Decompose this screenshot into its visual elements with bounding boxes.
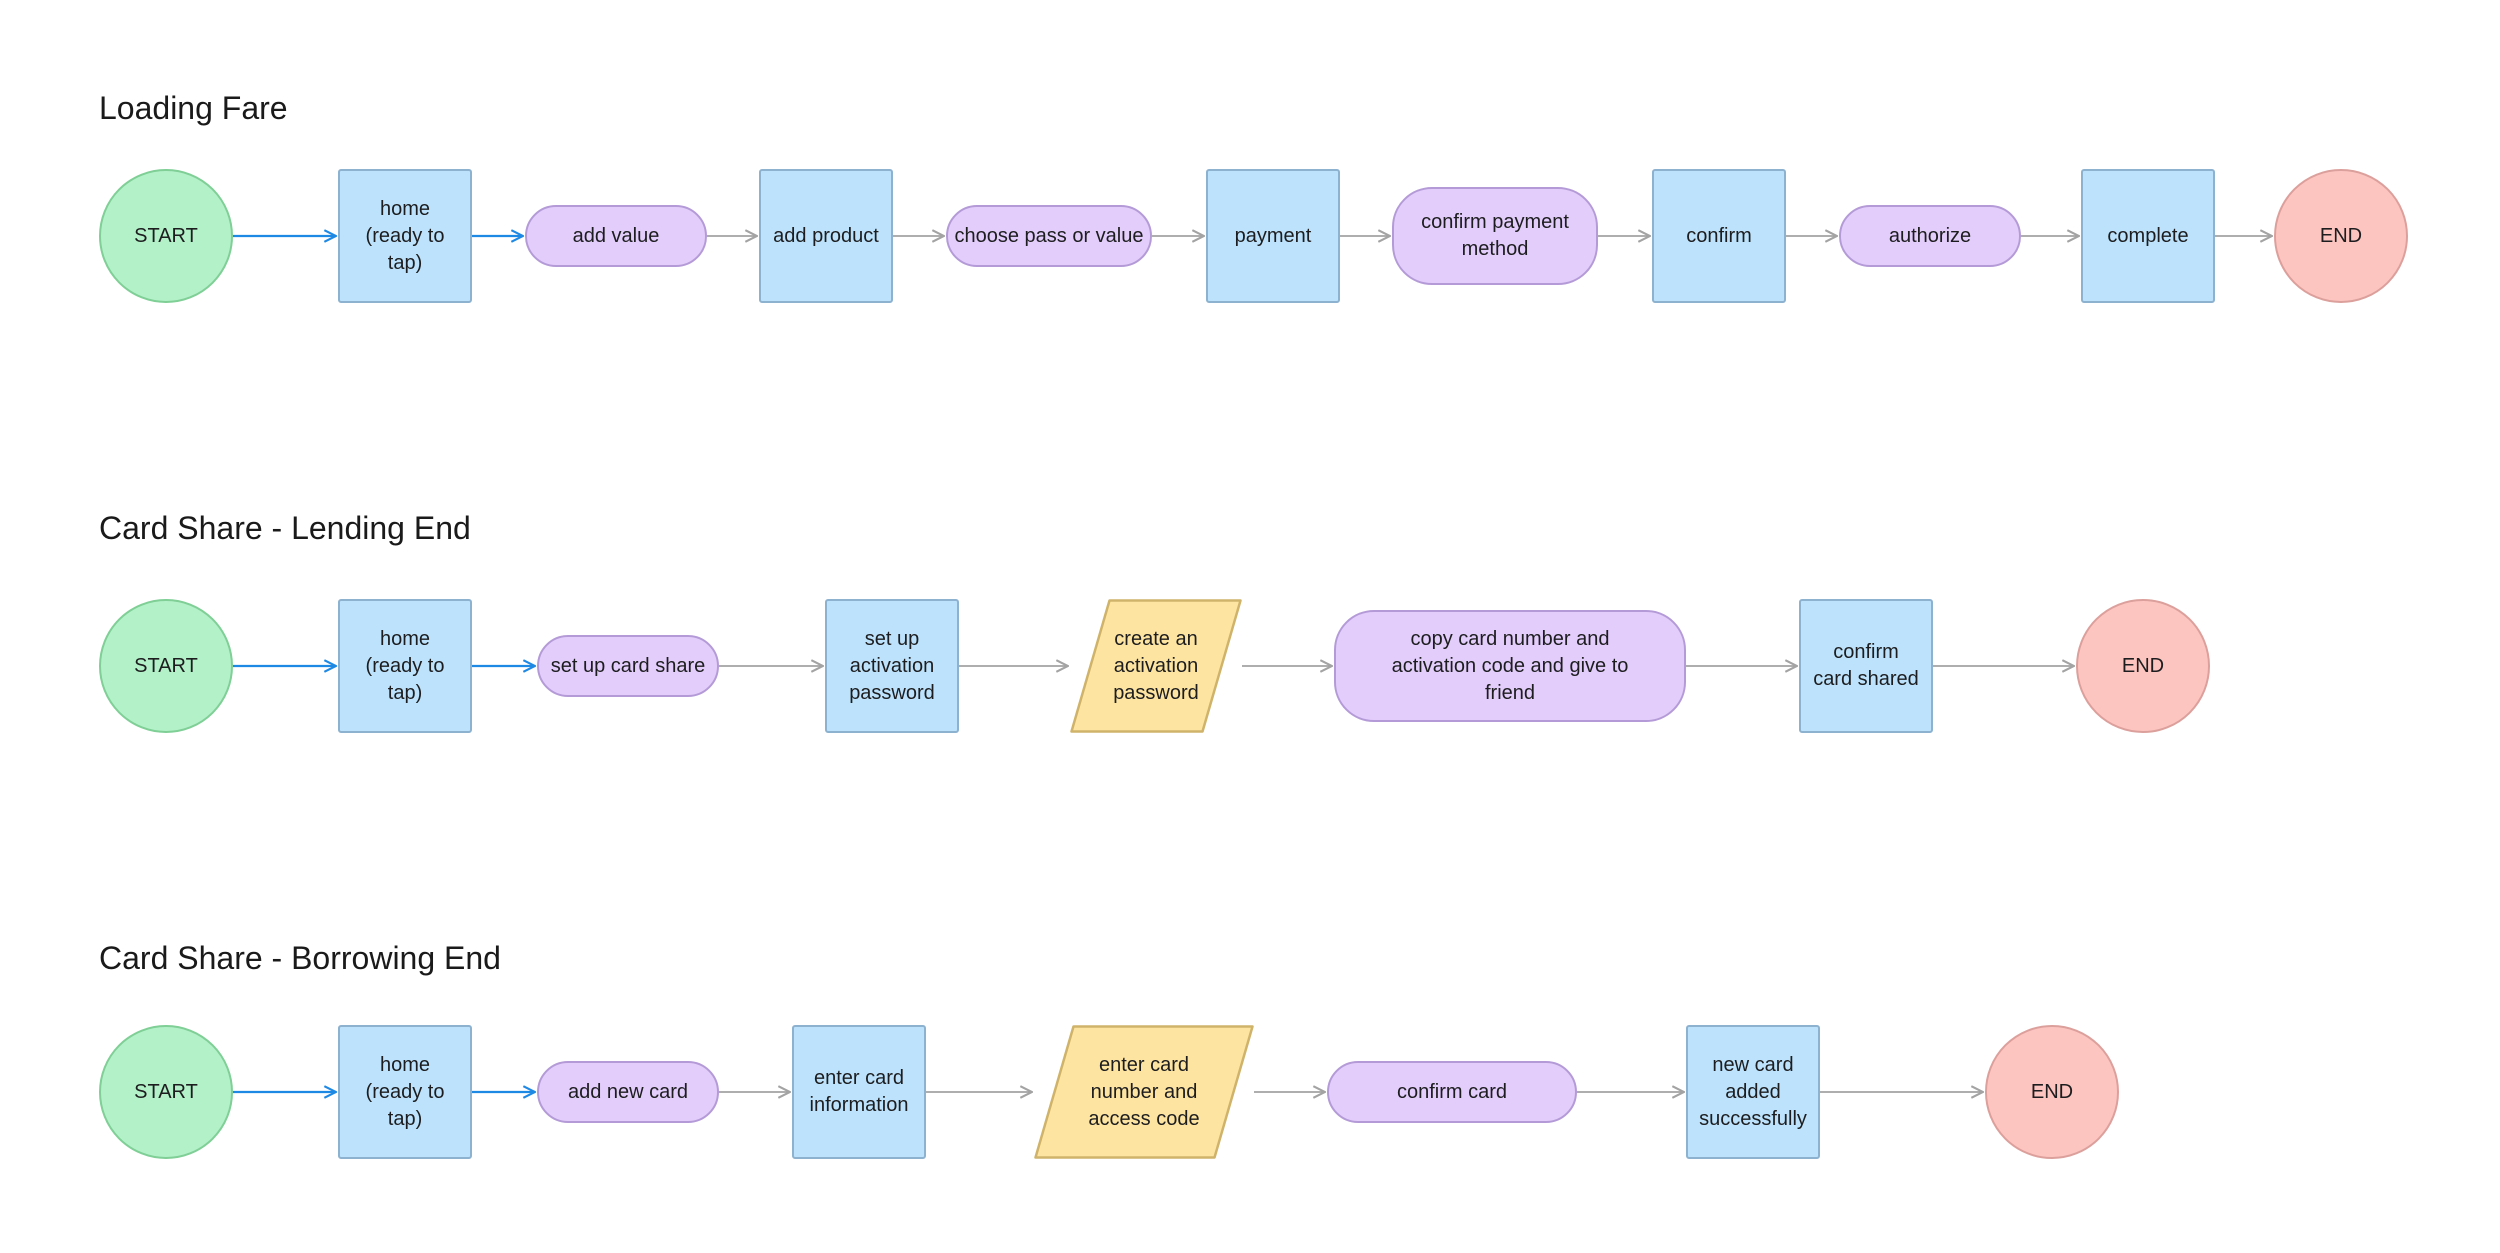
node-choose-pass-or-value: choose pass or value <box>946 205 1152 267</box>
node-start: START <box>99 1025 233 1159</box>
node-label: home (ready to tap) <box>365 1053 445 1130</box>
node-end: END <box>2274 169 2408 303</box>
node-start: START <box>99 169 233 303</box>
node-label: add product <box>773 224 879 247</box>
node-label: complete <box>2107 224 2189 247</box>
node-label: START <box>134 654 198 677</box>
node-label: enter card information <box>809 1067 909 1116</box>
node-label: END <box>2030 1080 2074 1103</box>
node-authorize: authorize <box>1839 205 2021 267</box>
node-home: home (ready to tap) <box>338 1025 472 1159</box>
node-complete: complete <box>2081 169 2215 303</box>
node-label: confirm card <box>1396 1080 1508 1103</box>
node-label: START <box>134 224 198 247</box>
node-label: add new card <box>567 1080 689 1103</box>
node-end: END <box>2076 599 2210 733</box>
node-label: set up activation password <box>849 627 935 704</box>
node-label: home (ready to tap) <box>365 627 445 704</box>
node-label: enter card number and access code <box>1088 1053 1200 1130</box>
node-add-new-card: add new card <box>537 1061 719 1123</box>
node-payment: payment <box>1206 169 1340 303</box>
node-confirm-card: confirm card <box>1327 1061 1577 1123</box>
node-label: confirm card shared <box>1813 641 1919 690</box>
node-label: payment <box>1234 224 1312 247</box>
node-label: authorize <box>1888 224 1972 247</box>
node-enter-card-information: enter card information <box>792 1025 926 1159</box>
node-label: choose pass or value <box>954 224 1144 247</box>
node-end: END <box>1985 1025 2119 1159</box>
node-label: add value <box>572 224 660 247</box>
node-label: create an activation password <box>1113 627 1199 704</box>
node-confirm: confirm <box>1652 169 1786 303</box>
node-copy-card-number: copy card number and activation code and… <box>1334 610 1686 722</box>
node-label: END <box>2121 654 2165 677</box>
flow-title: Card Share - Borrowing End <box>99 940 501 976</box>
node-label: START <box>134 1080 198 1103</box>
node-enter-card-number-access-code: enter card number and access code <box>1034 1025 1254 1159</box>
node-label: new card added successfully <box>1699 1053 1807 1130</box>
node-label: END <box>2319 224 2363 247</box>
node-new-card-added: new card added successfully <box>1686 1025 1820 1159</box>
node-home: home (ready to tap) <box>338 599 472 733</box>
node-label: copy card number and activation code and… <box>1391 627 1629 704</box>
node-label: set up card share <box>550 654 706 677</box>
node-start: START <box>99 599 233 733</box>
flow-title: Loading Fare <box>99 90 288 126</box>
node-home: home (ready to tap) <box>338 169 472 303</box>
node-add-product: add product <box>759 169 893 303</box>
node-label: confirm payment method <box>1421 211 1569 260</box>
node-confirm-card-shared: confirm card shared <box>1799 599 1933 733</box>
parallelogram-shape <box>1034 1025 1254 1159</box>
node-label: home (ready to tap) <box>365 197 445 274</box>
node-label: confirm <box>1686 224 1752 247</box>
node-confirm-payment-method: confirm payment method <box>1392 187 1598 285</box>
flow-title: Card Share - Lending End <box>99 510 471 546</box>
parallelogram-shape <box>1070 599 1242 733</box>
node-set-up-activation-password: set up activation password <box>825 599 959 733</box>
node-create-activation-password: create an activation password <box>1070 599 1242 733</box>
node-set-up-card-share: set up card share <box>537 635 719 697</box>
node-add-value: add value <box>525 205 707 267</box>
